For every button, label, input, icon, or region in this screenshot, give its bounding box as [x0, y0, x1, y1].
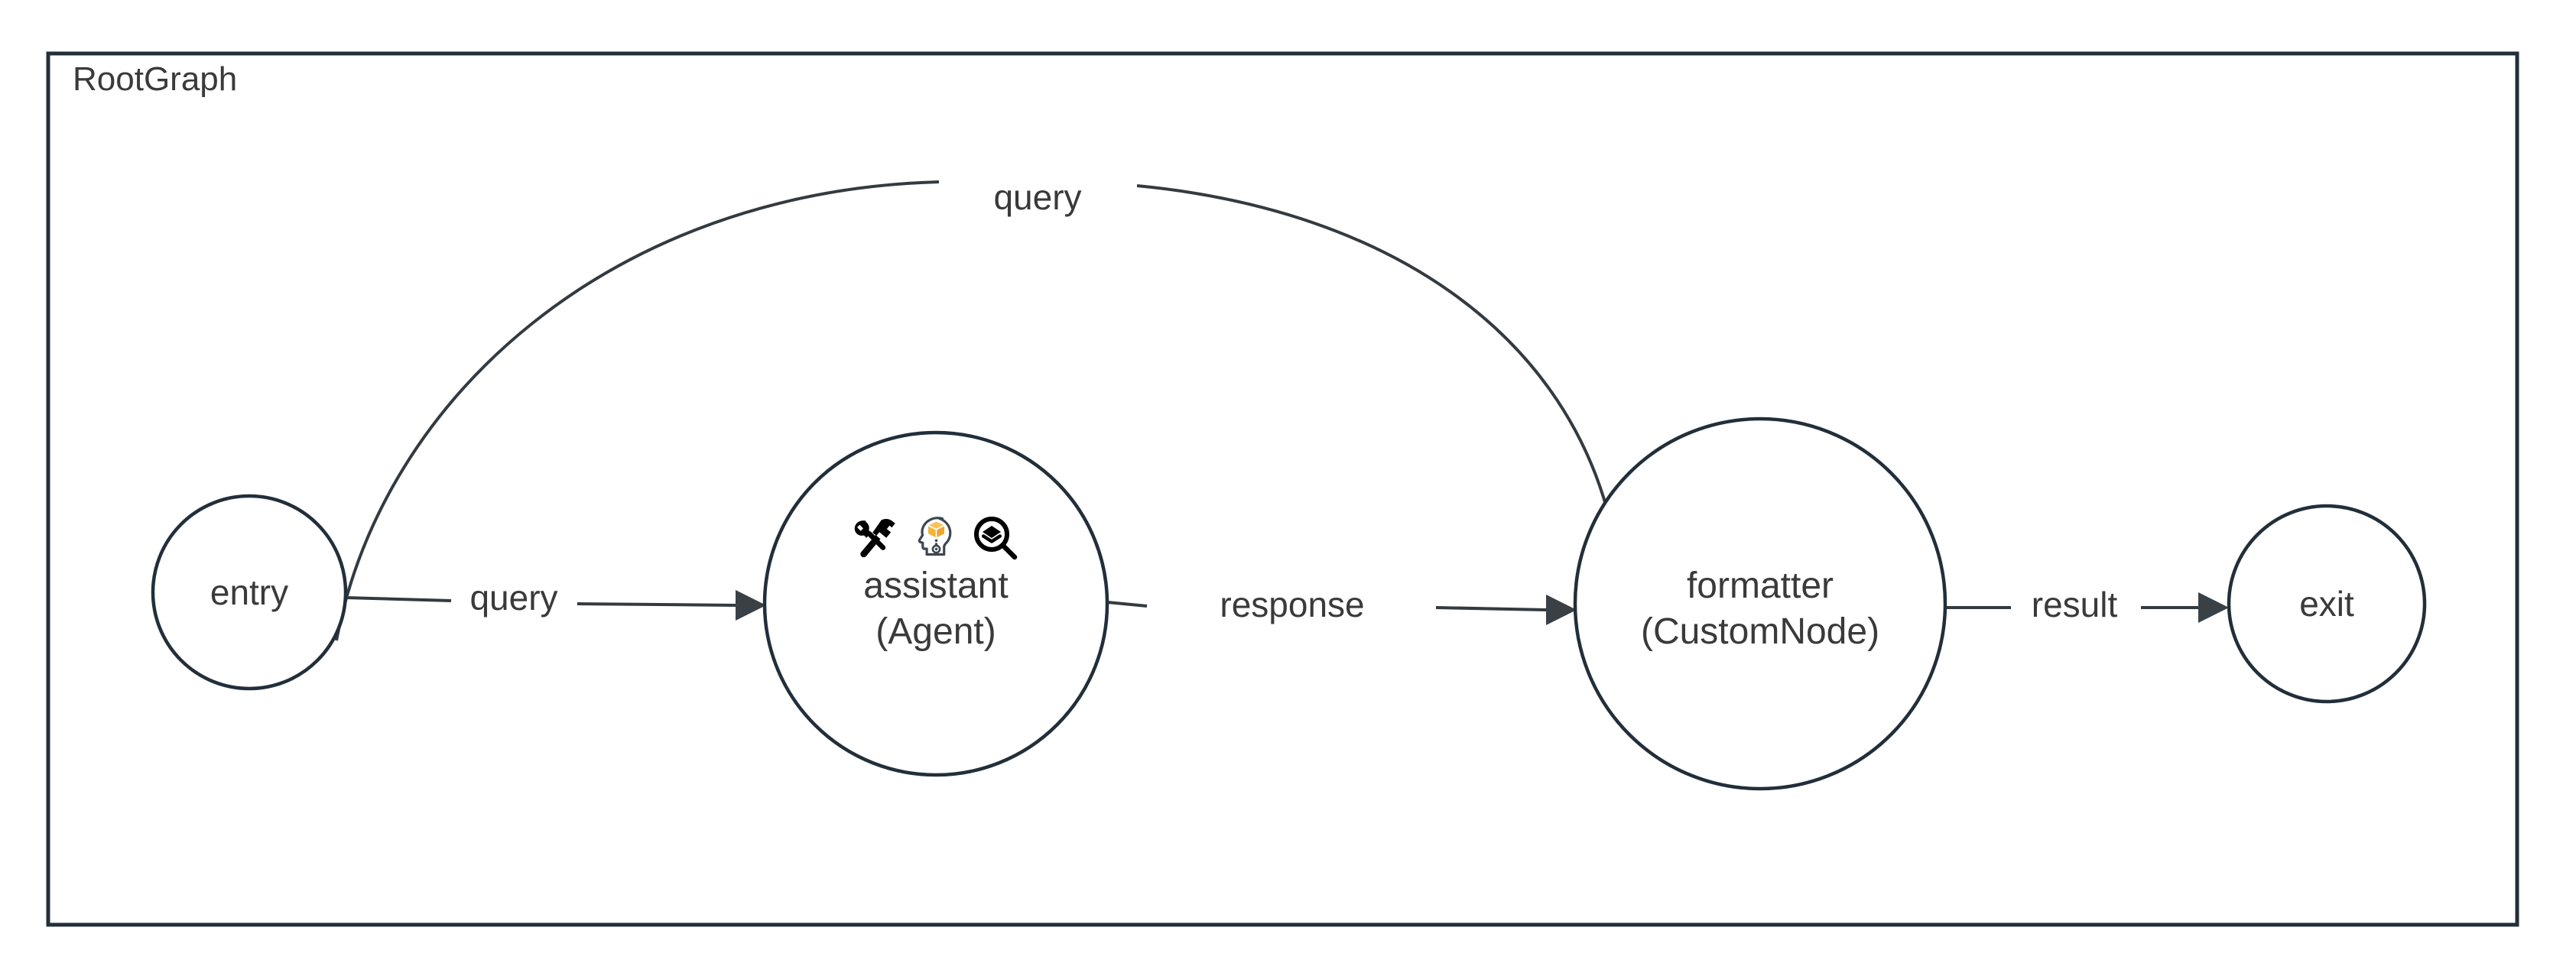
- edge-formatter-exit: result: [1945, 585, 2229, 624]
- edge-label-query-entry-formatter: query: [993, 177, 1081, 217]
- node-entry[interactable]: entry: [151, 494, 348, 691]
- node-label-assistant: assistant: [863, 566, 1008, 606]
- node-circle[interactable]: [762, 430, 1109, 777]
- node-formatter[interactable]: formatter (CustomNode): [1573, 417, 1947, 791]
- edge-line-segment-right: [1435, 606, 1547, 611]
- search-layers-icon: [971, 514, 1020, 562]
- node-sublabel-formatter: (CustomNode): [1641, 611, 1879, 652]
- edge-label-query-entry-assistant: query: [469, 578, 557, 618]
- edge-curve-segment-right: [1136, 184, 1615, 536]
- node-sublabel-assistant: (Agent): [875, 611, 996, 652]
- node-assistant[interactable]: assistant (Agent): [762, 430, 1109, 777]
- arrowhead: [1546, 595, 1577, 625]
- node-circle[interactable]: [1573, 417, 1947, 791]
- edge-label-result: result: [2032, 585, 2118, 624]
- edge-assistant-formatter: response: [1106, 585, 1577, 625]
- node-circle[interactable]: [2227, 504, 2427, 704]
- node-circle[interactable]: [151, 494, 348, 691]
- assistant-node-icon-row: [852, 514, 1020, 562]
- edge-line-segment-left: [1106, 601, 1148, 608]
- node-label-entry: entry: [210, 572, 288, 612]
- arrowhead: [736, 590, 766, 621]
- node-label-exit: exit: [2299, 584, 2354, 624]
- edge-entry-assistant: query: [345, 578, 766, 621]
- node-exit[interactable]: exit: [2227, 504, 2427, 704]
- rootgraph-frame: [46, 51, 2519, 927]
- edge-label-response: response: [1220, 585, 1364, 624]
- edge-line-segment-left: [345, 596, 452, 602]
- arrowhead: [2198, 592, 2229, 623]
- edge-curve-segment-left: [335, 180, 940, 641]
- node-label-formatter: formatter: [1687, 566, 1834, 606]
- edge-line-segment-right: [577, 602, 736, 607]
- graph-title: RootGraph: [73, 60, 237, 98]
- head-memory-icon: [911, 514, 960, 562]
- tools-icon: [852, 514, 901, 562]
